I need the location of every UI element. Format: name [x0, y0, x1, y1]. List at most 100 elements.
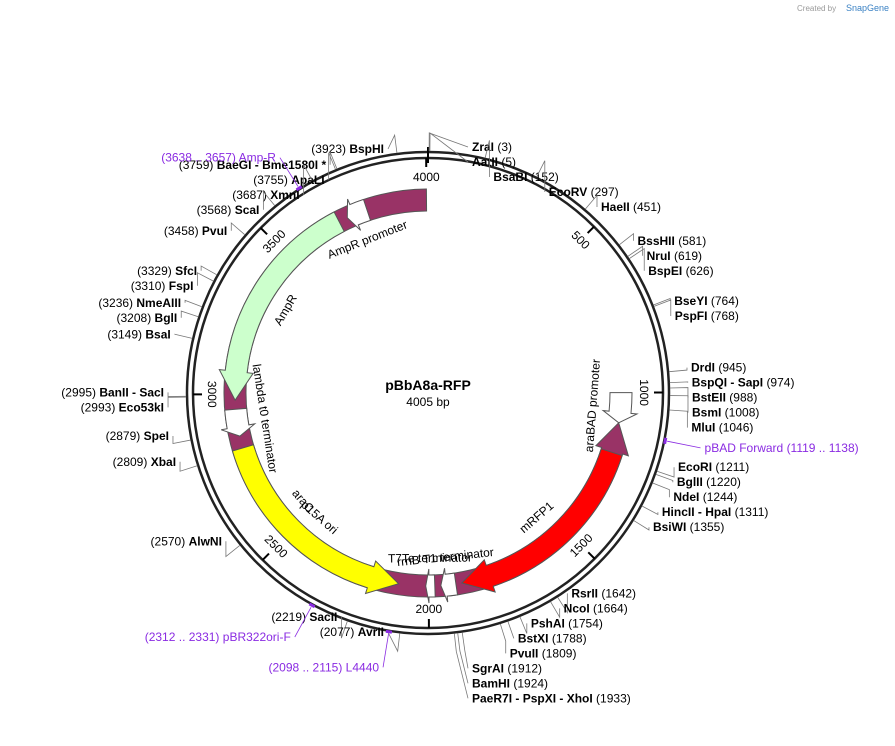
site-label-ndei: NdeI (1244) — [673, 490, 737, 504]
site-label-bsphi: (3923) BspHI — [311, 142, 384, 156]
site-leader-rsrii — [557, 593, 568, 614]
site-name: HincII - HpaI — [662, 505, 731, 519]
site-position: (5) — [501, 155, 516, 169]
primer-range: (2098 .. 2115) — [269, 660, 343, 674]
site-position: (1912) — [507, 661, 542, 675]
site-label-hincii-hpai: HincII - HpaI (1311) — [662, 505, 768, 519]
site-name: Eco53kI — [119, 400, 164, 414]
site-position: (3149) — [107, 327, 142, 341]
tick-label-1000: 1000 — [637, 379, 651, 406]
site-position: (451) — [633, 200, 661, 214]
site-position: (3458) — [164, 224, 199, 238]
site-label-bsshii: BssHII (581) — [638, 234, 707, 248]
site-leader-scai — [262, 190, 276, 210]
site-leader-bsshii — [619, 232, 634, 246]
site-name: BsaI — [145, 327, 170, 341]
primer-label-l4440: (2098 .. 2115) L4440 — [269, 660, 380, 674]
site-name: NcoI — [564, 601, 590, 615]
site-name: PaeR7I - PspXI - XhoI — [472, 691, 593, 705]
site-label-ecorv: EcoRV (297) — [549, 185, 619, 199]
site-position: (2995) — [61, 385, 96, 399]
primer-leader-pbr322ori-f — [294, 606, 312, 638]
site-leader-avrii — [387, 631, 401, 653]
site-label-ncoi: NcoI (1664) — [564, 601, 628, 615]
primer-mark-amp-r — [295, 185, 303, 192]
site-label-alwni: (2570) AlwNI — [151, 534, 222, 548]
feature-label-ampr: AmpR — [271, 292, 300, 328]
site-label-pshai: PshAI (1754) — [531, 616, 603, 630]
site-label-xbai: (2809) XbaI — [113, 455, 176, 469]
site-name: NdeI — [673, 490, 699, 504]
site-label-bspei: BspEI (626) — [648, 264, 713, 278]
site-name: BspEI — [648, 264, 682, 278]
site-position: (1008) — [725, 406, 760, 420]
site-label-bsai: (3149) BsaI — [107, 327, 170, 341]
site-position: (1211) — [715, 460, 749, 474]
site-leader-nmeaiii — [184, 299, 203, 308]
site-name: BspHI — [349, 142, 384, 156]
site-name: BssHII — [638, 234, 675, 248]
site-leader-baegi-bme1580i — [329, 151, 338, 169]
site-position: (768) — [711, 309, 739, 323]
primer-name: pBR322ori-F — [223, 630, 291, 644]
site-name: ApaLI — [291, 173, 324, 187]
site-position: (3759) — [179, 158, 214, 172]
site-name: PvuII — [510, 646, 539, 660]
site-name: BaeGI - Bme1580I * — [217, 158, 327, 172]
site-position: (3923) — [311, 142, 346, 156]
site-position: (1788) — [552, 631, 587, 645]
site-position: (1933) — [596, 691, 631, 705]
site-label-nmeaiii: (3236) NmeAIII — [98, 296, 181, 310]
site-leader-paer7i-pspxi-xhoi — [453, 633, 469, 699]
site-leader-spei — [172, 436, 191, 445]
site-label-paer7i-pspxi-xhoi: PaeR7I - PspXI - XhoI (1933) — [472, 691, 631, 705]
site-position: (2809) — [113, 455, 148, 469]
site-position: (297) — [591, 185, 619, 199]
site-position: (581) — [678, 234, 706, 248]
tick-mark-3500 — [259, 227, 268, 236]
site-name: PspFI — [675, 309, 708, 323]
site-label-scai: (3568) ScaI — [197, 203, 260, 217]
primer-label-amp-r: (3638 .. 3657) Amp-R — [161, 151, 276, 165]
site-label-banii-saci: (2995) BanII - SacI — [61, 385, 164, 399]
site-name: BspQI - SapI — [692, 376, 763, 390]
site-label-sacii: (2219) SacII — [271, 610, 337, 624]
site-label-bglii: BglII (1220) — [677, 475, 741, 489]
primer-name: L4440 — [346, 660, 380, 674]
site-position: (1924) — [513, 676, 548, 690]
site-position: (3329) — [137, 264, 172, 278]
site-position: (3755) — [253, 173, 288, 187]
plasmid-length: 4005 bp — [406, 395, 450, 409]
site-position: (1046) — [719, 421, 754, 435]
site-leader-mlui — [669, 409, 688, 428]
watermark-brand: SnapGene — [846, 3, 889, 13]
primer-range: (1119 .. 1138) — [787, 441, 859, 455]
site-position: (988) — [729, 391, 757, 405]
site-label-bspqi-sapi: BspQI - SapI (974) — [692, 376, 795, 390]
site-label-rsrii: RsrII (1642) — [571, 586, 636, 600]
primer-mark-pbr322ori-f — [308, 602, 316, 609]
site-leader-xbai — [179, 461, 198, 472]
site-name: BamHI — [472, 676, 510, 690]
feature-label-t7te-terminator: T7Te terminator — [388, 550, 472, 565]
site-position: (945) — [718, 361, 746, 375]
site-name: HaeII — [601, 200, 630, 214]
site-position: (3310) — [131, 279, 166, 293]
site-name: AlwNI — [189, 534, 222, 548]
site-label-spei: (2879) SpeI — [106, 429, 169, 443]
site-position: (3568) — [197, 203, 232, 217]
site-name: BsmI — [692, 406, 721, 420]
site-leader-alwni — [225, 541, 241, 558]
site-position: (619) — [674, 249, 702, 263]
site-label-pvuii: PvuII (1809) — [510, 646, 577, 660]
site-label-drdi: DrdI (945) — [691, 361, 746, 375]
site-label-mlui: MluI (1046) — [691, 421, 753, 435]
site-label-sgrai: SgrAI (1912) — [472, 661, 542, 675]
site-label-bsteii: BstEII (988) — [692, 391, 757, 405]
site-leader-ndei — [652, 482, 670, 498]
site-name: ZraI — [472, 140, 494, 154]
site-leader-ncoi — [550, 601, 561, 619]
site-label-bamhi: BamHI (1924) — [472, 676, 548, 690]
